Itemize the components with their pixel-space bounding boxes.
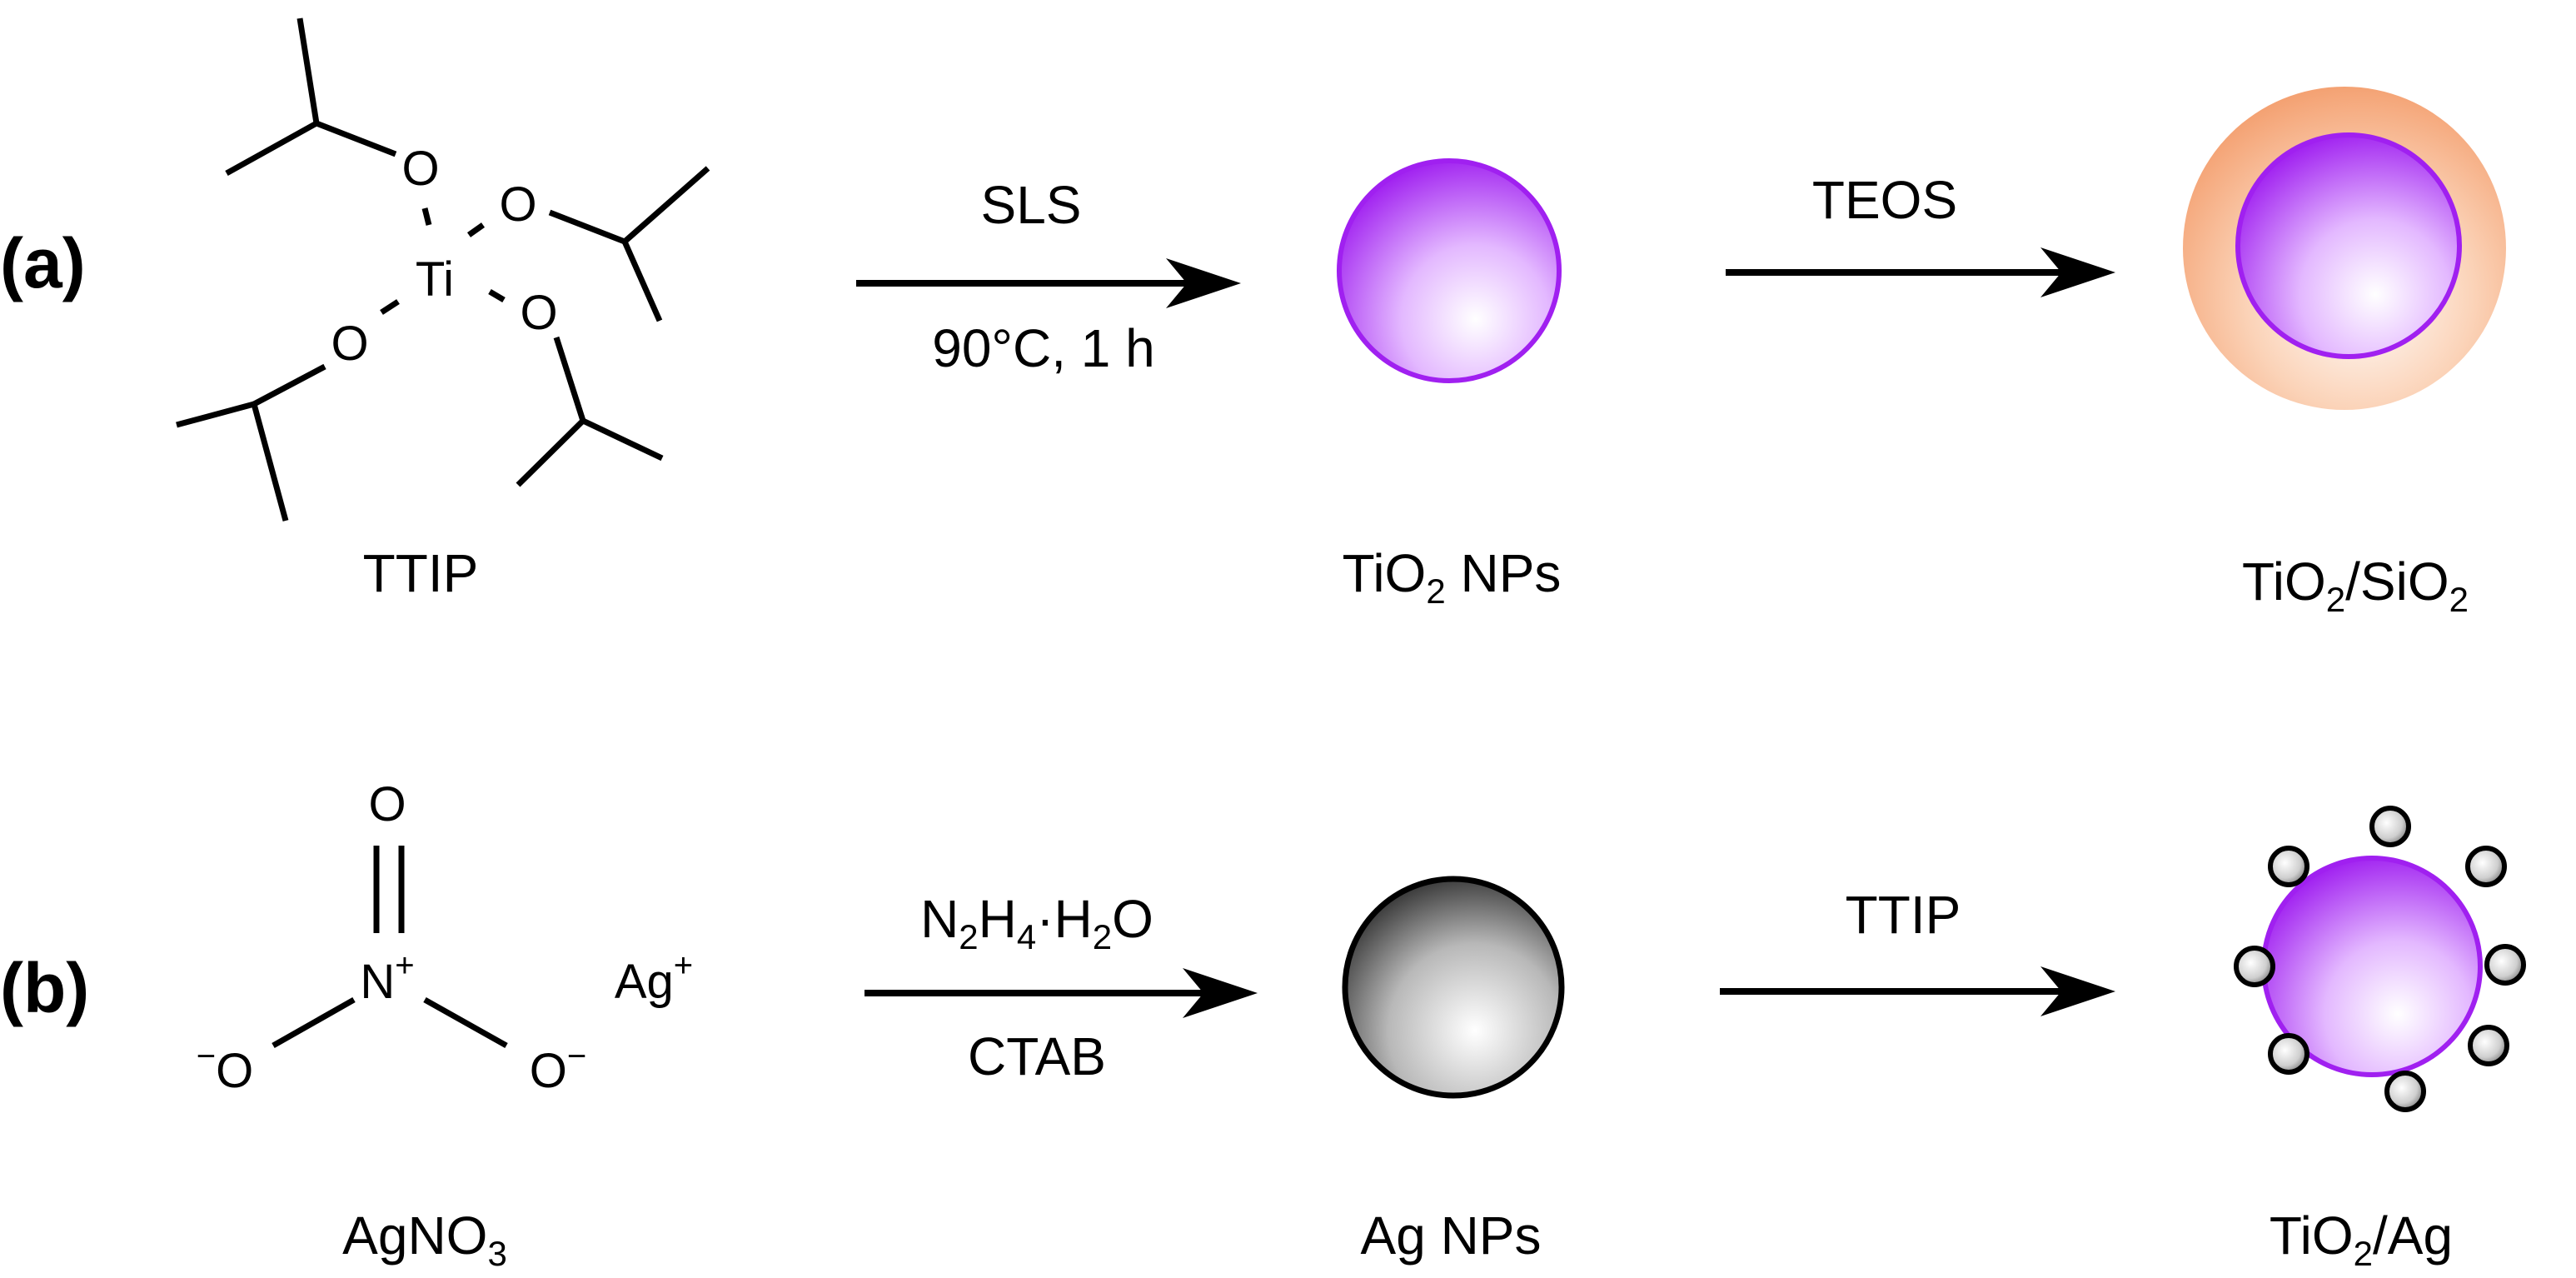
- ag-ion: Ag+: [615, 947, 693, 1009]
- ag-dot: [2234, 946, 2275, 987]
- o-atom-top: O: [401, 142, 439, 196]
- agno3-structure: O N+ −O O− Ag+: [197, 777, 693, 1098]
- arrow-a1-below: 90°C, 1 h: [932, 318, 1155, 378]
- ag-dot: [2268, 846, 2309, 887]
- o-atom-left: O: [331, 317, 368, 371]
- arrow-a2-above: TEOS: [1812, 170, 1957, 230]
- agno3-label: AgNO3: [342, 1206, 507, 1273]
- tio2-sio2-label: TiO2/SiO2: [2242, 552, 2469, 619]
- o-atom-left-b: −O: [197, 1038, 253, 1098]
- ag-dot: [2384, 1071, 2426, 1112]
- tio2-sio2-core-shell: [2183, 87, 2506, 410]
- ag-dot: [2468, 1025, 2509, 1066]
- arrow-b1: [864, 968, 1258, 1018]
- n-atom: N+: [360, 947, 414, 1009]
- ttip-label: TTIP: [363, 543, 479, 603]
- o-atom-right: O: [499, 177, 536, 232]
- ag-dot: [2484, 944, 2526, 986]
- arrow-a1-above: SLS: [981, 175, 1082, 235]
- arrow-b1-above: N2H4·H2O: [920, 889, 1153, 956]
- o-atom-right-b: O−: [530, 1038, 586, 1098]
- arrow-a1: [856, 258, 1241, 308]
- tio2-ag-composite: [2234, 806, 2526, 1112]
- ag-dot: [2465, 846, 2507, 887]
- ttip-structure: Ti O O O O: [176, 17, 710, 522]
- ag-nanoparticle: [1342, 876, 1565, 1099]
- ag-np-label: Ag NPs: [1361, 1206, 1542, 1266]
- panel-label-b: (b): [0, 949, 89, 1027]
- ag-dot: [2268, 1033, 2309, 1075]
- tio2-nanoparticle: [1337, 158, 1562, 383]
- ag-dot: [2369, 806, 2411, 847]
- tio2-np-label: TiO2 NPs: [1343, 543, 1562, 611]
- arrow-b2-above: TTIP: [1846, 885, 1961, 945]
- o-atom-top-b: O: [368, 777, 406, 831]
- panel-label-a: (a): [0, 224, 86, 302]
- o-atom-bottom: O: [520, 286, 557, 340]
- arrow-b1-below: CTAB: [968, 1026, 1106, 1086]
- arrow-b2: [1720, 966, 2115, 1016]
- ti-atom: Ti: [416, 252, 454, 307]
- arrow-a2: [1726, 247, 2115, 297]
- tio2-ag-label: TiO2/Ag: [2270, 1206, 2453, 1273]
